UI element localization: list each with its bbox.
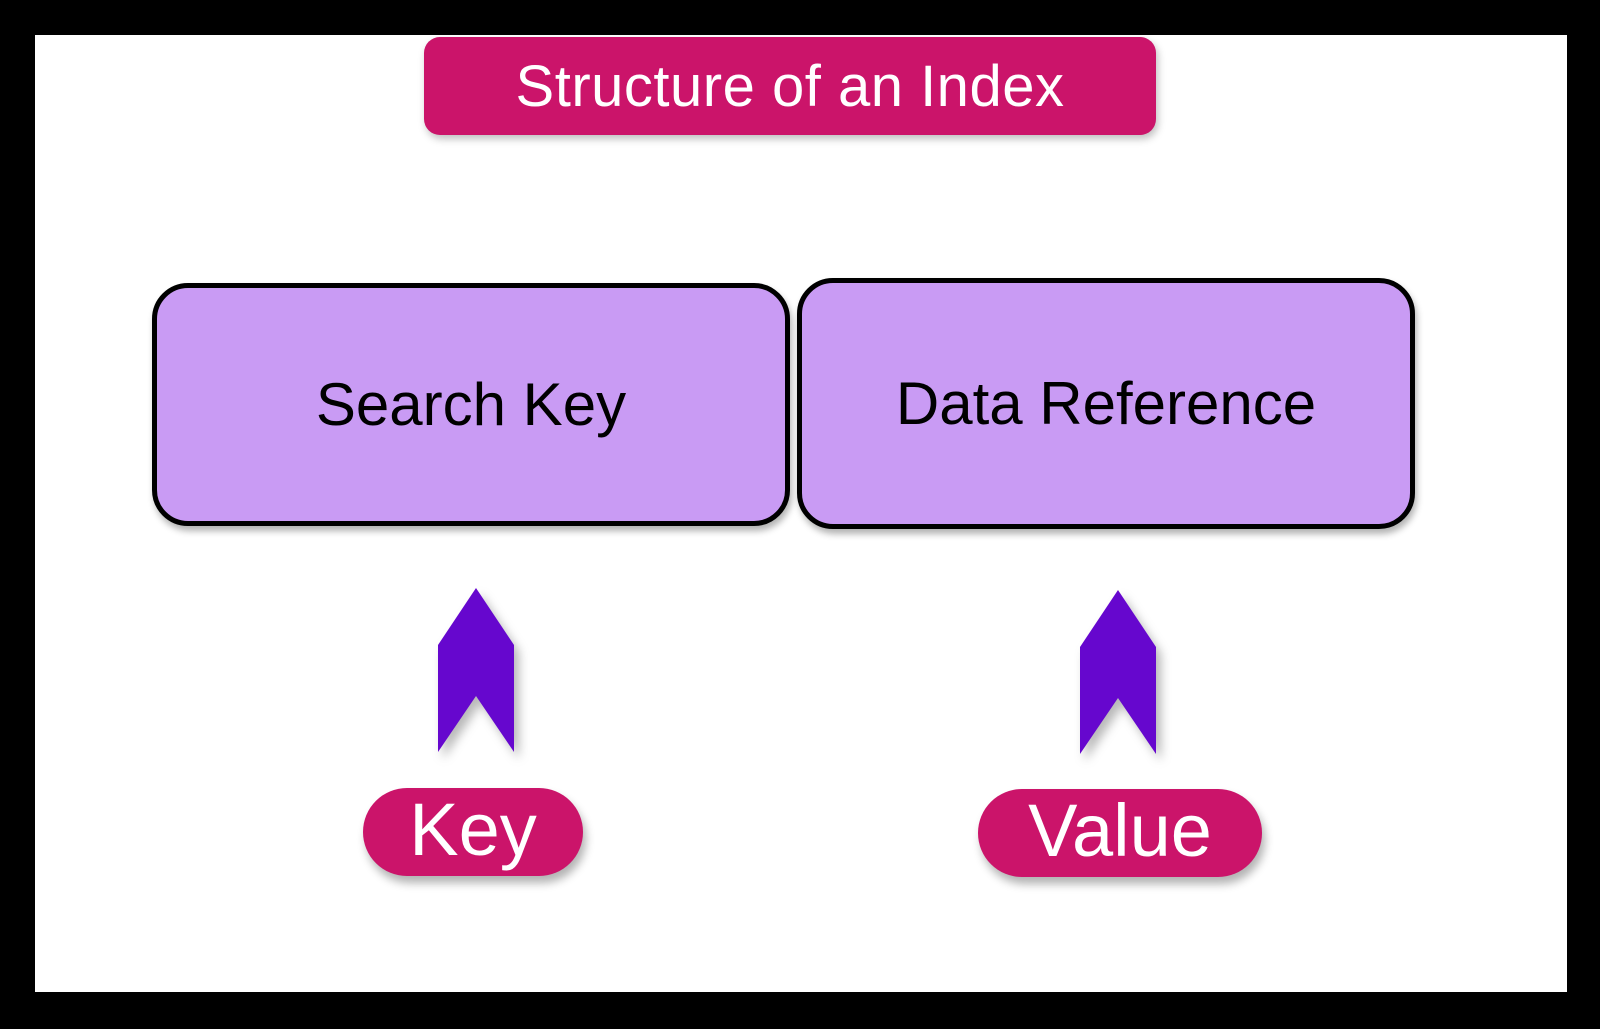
- key-tag: Key: [363, 788, 583, 876]
- page-title: Structure of an Index: [515, 53, 1065, 119]
- search-key-box-label: Search Key: [315, 371, 627, 438]
- search-key-box: Search Key: [152, 283, 790, 526]
- value-tag: Value: [978, 789, 1262, 877]
- data-reference-box: Data Reference: [797, 278, 1415, 529]
- data-reference-box-label: Data Reference: [895, 370, 1317, 437]
- up-arrow-icon: [438, 588, 514, 752]
- up-arrow-icon: [1080, 590, 1156, 754]
- value-tag-label: Value: [1028, 789, 1212, 872]
- diagram-canvas: Structure of an Index Search Key Data Re…: [35, 35, 1567, 992]
- title-banner: Structure of an Index: [424, 37, 1156, 135]
- key-tag-label: Key: [409, 788, 537, 871]
